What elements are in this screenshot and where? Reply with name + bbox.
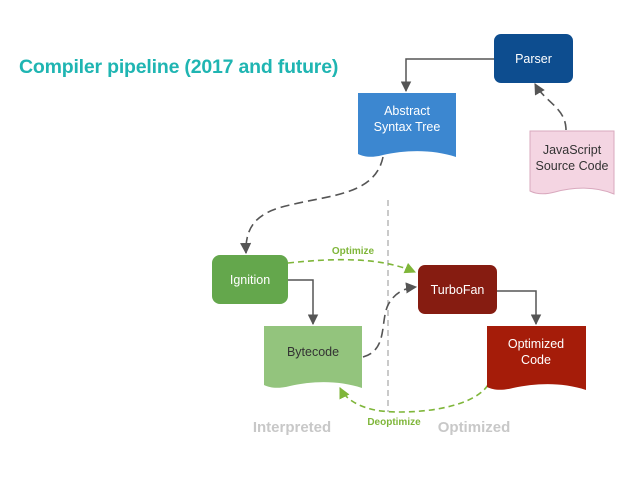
optimized-code-node xyxy=(487,326,586,390)
edge-turbofan-to-optimized xyxy=(497,290,542,326)
edge-deoptimize xyxy=(339,384,489,413)
edge-parser-to-ast xyxy=(400,58,494,93)
page-title: Compiler pipeline (2017 and future) xyxy=(19,56,339,78)
ast-label-line2: Syntax Tree xyxy=(374,120,441,134)
interpreted-region-label: Interpreted xyxy=(253,419,331,436)
js-source-node xyxy=(529,130,615,195)
js-source-label-line1: JavaScript xyxy=(543,143,602,157)
turbofan-label: TurboFan xyxy=(431,283,485,297)
parser-label: Parser xyxy=(515,52,552,66)
edge-js-to-parser xyxy=(534,83,567,131)
deoptimize-label: Deoptimize xyxy=(367,417,421,428)
bytecode-label: Bytecode xyxy=(287,345,339,359)
edge-optimize xyxy=(287,258,417,274)
turbofan-node xyxy=(418,265,497,314)
bytecode-node xyxy=(264,326,362,388)
optimized-code-label-line1: Optimized xyxy=(508,337,564,351)
js-source-label-line2: Source Code xyxy=(536,159,609,173)
edge-bytecode-to-turbofan xyxy=(362,282,418,358)
ast-label-line1: Abstract xyxy=(384,104,430,118)
optimized-code-label-line2: Code xyxy=(521,353,551,367)
optimize-label: Optimize xyxy=(332,246,375,257)
ignition-label: Ignition xyxy=(230,273,270,287)
ast-node xyxy=(358,93,456,157)
ignition-node xyxy=(212,255,288,304)
edge-ast-to-ignition xyxy=(240,156,384,255)
edge-ignition-to-bytecode xyxy=(287,279,319,326)
optimized-region-label: Optimized xyxy=(438,419,511,436)
parser-node xyxy=(494,34,573,83)
